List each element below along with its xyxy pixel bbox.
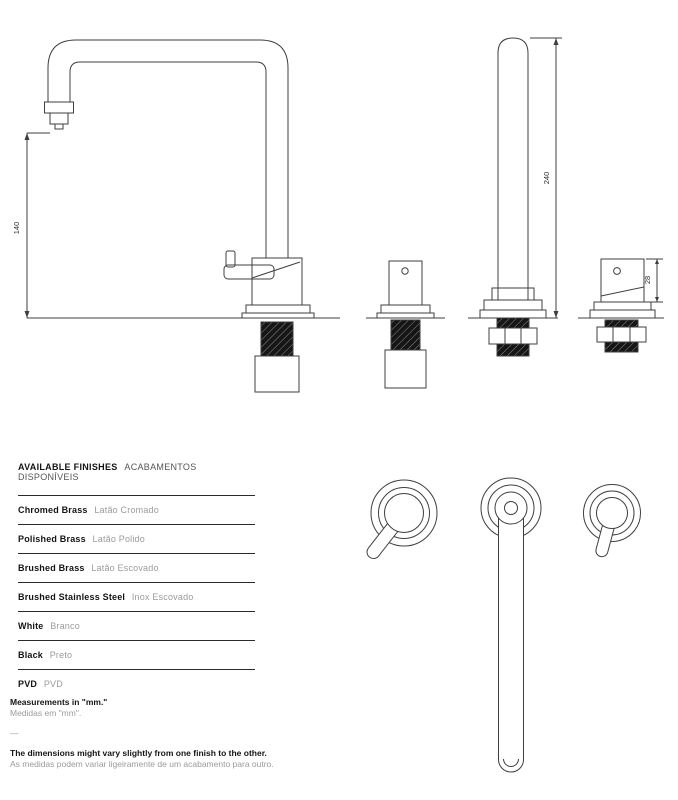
finish-name-en: Brushed Stainless Steel [18,592,126,602]
dimension-label-240: 240 [542,172,551,185]
mounting-block [384,349,427,389]
finishes-title-en: AVAILABLE FINISHES [18,462,118,472]
finish-name-pt: Preto [49,650,73,660]
setscrew-icon [613,267,621,275]
aerator [44,101,74,130]
spout-top-view [480,477,542,773]
finish-name-en: Polished Brass [18,534,86,544]
handle-top-view-right [583,484,641,558]
dimension-label-140: 140 [12,222,21,235]
mounting-block [254,355,300,393]
finish-row: Brushed Brass Latão Escovado [18,553,255,582]
units-note-pt: Medidas em "mm". [10,708,82,719]
threaded-shank [260,321,294,357]
dimension-label-28: 28 [643,276,652,284]
tolerance-note-en: The dimensions might vary slightly from … [10,748,267,759]
finish-name-en: Black [18,650,44,660]
faucet-front-view [468,37,558,357]
handle-side-view [366,260,445,389]
finishes-panel: AVAILABLE FINISHES ACABAMENTOS DISPONÍVE… [18,462,255,698]
escutcheon [245,304,311,314]
handle-front-view [578,258,664,353]
dimension-140: 140 [12,132,50,318]
finish-name-pt: PVD [43,679,63,689]
finish-row: White Branco [18,611,255,640]
finish-row: Brushed Stainless Steel Inox Escovado [18,582,255,611]
finish-name-pt: Latão Polido [92,534,145,544]
units-note-en: Measurements in "mm." [10,697,108,707]
notes-divider: — [10,728,19,739]
dimension-28: 28 [643,258,663,303]
handle-top-view-left [366,479,438,560]
finish-row: Chromed Brass Latão Cromado [18,495,255,524]
finish-name-pt: Inox Escovado [131,592,194,602]
finishes-title-pt: ACABAMENTOS DISPONÍVEIS [18,462,197,482]
footnotes: Measurements in "mm." Medidas em "mm". —… [10,697,340,770]
mounting-nut [488,327,538,345]
finish-row: PVD PVD [18,669,255,698]
escutcheon-base [241,312,315,319]
finish-name-en: White [18,621,44,631]
finish-name-pt: Branco [50,621,80,631]
finish-row: Polished Brass Latão Polido [18,524,255,553]
threaded-shank [390,319,421,351]
finish-row: Black Preto [18,640,255,669]
finish-name-pt: Latão Cromado [94,505,159,515]
mounting-nut [596,326,647,343]
setscrew-icon [401,267,409,275]
finish-name-en: Brushed Brass [18,563,85,573]
spout-tube-top [498,494,524,773]
finishes-header: AVAILABLE FINISHES ACABAMENTOS DISPONÍVE… [18,462,255,495]
faucet-side-view [44,39,315,393]
finish-name-en: Chromed Brass [18,505,88,515]
lever-handle [223,250,301,280]
tolerance-note-pt: As medidas podem variar ligeiramente de … [10,759,274,770]
dimension-240: 240 [530,37,562,318]
finish-name-en: PVD [18,679,38,689]
finish-name-pt: Latão Escovado [91,563,159,573]
